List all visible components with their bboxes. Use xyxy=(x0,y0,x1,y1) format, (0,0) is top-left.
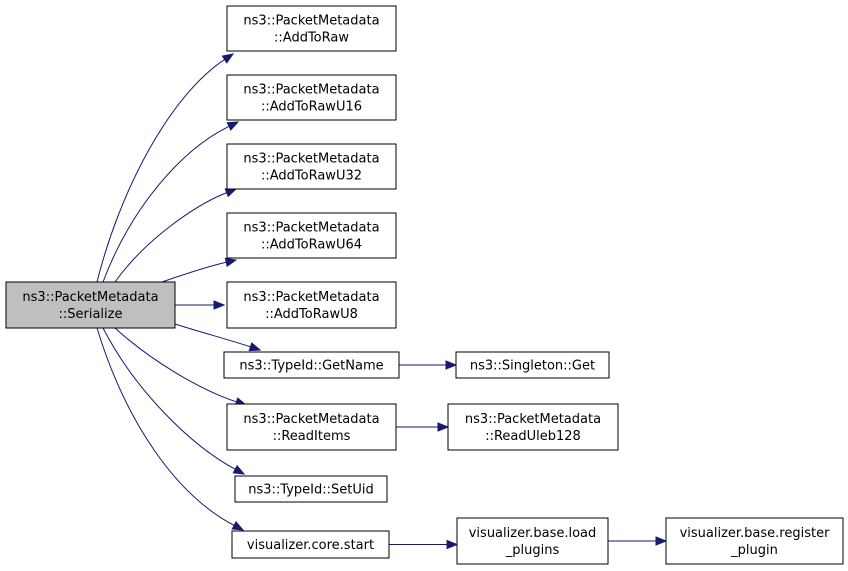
node-label-line: ns3::Singleton::Get xyxy=(470,359,595,374)
edge-serialize-to-core-start-arrowhead xyxy=(231,520,245,531)
node-label-line: ::Serialize xyxy=(59,307,123,322)
node-box-serialize[interactable] xyxy=(5,281,176,329)
edge-readitems-to-readuleb128-arrowhead xyxy=(437,422,450,432)
edge-serialize-to-core-start xyxy=(96,327,236,527)
node-box-addtorawu8[interactable] xyxy=(226,281,397,329)
edge-serialize-to-addtorawu64-arrowhead xyxy=(224,257,238,267)
edge-serialize-to-addtorawu64 xyxy=(161,261,228,283)
node-label-line: ::ReadItems xyxy=(273,429,351,444)
node-box-addtorawu16[interactable] xyxy=(226,74,397,121)
node-label-line: ::ReadUleb128 xyxy=(485,429,581,444)
node-core-start[interactable]: visualizer.core.start xyxy=(231,530,390,559)
node-label-line: ::AddToRawU64 xyxy=(261,238,362,253)
node-label-line: ns3::PacketMetadata xyxy=(243,290,379,305)
node-label-line: _plugins xyxy=(505,543,560,558)
edge-serialize-to-addtorawu16 xyxy=(102,125,231,283)
node-box-typeid-setuid[interactable] xyxy=(234,475,388,503)
node-label-line: ns3::PacketMetadata xyxy=(243,83,379,98)
node-base-register-plugin[interactable]: visualizer.base.register _plugin xyxy=(665,517,844,565)
edge-base-load-plugins-to-base-register-plugin-arrowhead xyxy=(655,536,668,546)
node-label-line: visualizer.base.load xyxy=(469,526,597,541)
edge-typeid-getname-to-singleton-get-arrowhead xyxy=(445,360,458,370)
node-addtorawu8[interactable]: ns3::PacketMetadata::AddToRawU8 xyxy=(226,281,397,329)
node-typeid-setuid[interactable]: ns3::TypeId::SetUid xyxy=(234,475,388,503)
node-label-line: ::AddToRawU8 xyxy=(265,307,358,322)
node-label-line: _plugin xyxy=(730,543,778,558)
node-label-line: ns3::PacketMetadata xyxy=(243,14,379,29)
node-box-addtorawu64[interactable] xyxy=(226,212,397,259)
node-box-singleton-get[interactable] xyxy=(455,351,610,379)
edge-serialize-to-addtorawu32 xyxy=(114,191,228,283)
node-addtorawu64[interactable]: ns3::PacketMetadata::AddToRawU64 xyxy=(226,212,397,259)
edge-serialize-to-addtorawu32-arrowhead xyxy=(224,188,238,198)
node-label-line: ns3::TypeId::SetUid xyxy=(248,483,373,498)
node-label-line: ::AddToRaw xyxy=(274,31,349,46)
node-label-line: ns3::PacketMetadata xyxy=(465,412,601,427)
edge-core-start-to-base-load-plugins-arrowhead xyxy=(446,539,459,550)
node-label-line: ::AddToRawU16 xyxy=(261,100,362,115)
edge-serialize-to-typeid-setuid xyxy=(102,327,237,471)
node-readitems[interactable]: ns3::PacketMetadata::ReadItems xyxy=(226,403,397,451)
node-label-line: ns3::PacketMetadata xyxy=(243,152,379,167)
node-box-addtorawu32[interactable] xyxy=(226,143,397,190)
node-box-readuleb128[interactable] xyxy=(447,403,619,451)
node-readuleb128[interactable]: ns3::PacketMetadata::ReadUleb128 xyxy=(447,403,619,451)
node-box-base-register-plugin[interactable] xyxy=(665,517,844,565)
edge-serialize-to-typeid-getname xyxy=(174,323,252,348)
edge-serialize-to-readitems xyxy=(114,327,238,403)
node-serialize[interactable]: ns3::PacketMetadata::Serialize xyxy=(5,281,176,329)
node-label-line: ns3::PacketMetadata xyxy=(22,290,158,305)
node-label-line: ns3::PacketMetadata xyxy=(243,412,379,427)
node-label-line: ns3::PacketMetadata xyxy=(243,221,379,236)
node-singleton-get[interactable]: ns3::Singleton::Get xyxy=(455,351,610,379)
node-label-line: visualizer.base.register xyxy=(680,526,831,541)
node-base-load-plugins[interactable]: visualizer.base.load _plugins xyxy=(456,517,609,565)
node-addtoraw[interactable]: ns3::PacketMetadata::AddToRaw xyxy=(226,5,397,52)
edge-serialize-to-addtorawu8-arrowhead xyxy=(213,300,226,310)
node-addtorawu32[interactable]: ns3::PacketMetadata::AddToRawU32 xyxy=(226,143,397,190)
node-box-base-load-plugins[interactable] xyxy=(456,517,609,565)
nodes-layer: ns3::PacketMetadata::Serializens3::Packe… xyxy=(5,5,844,565)
edge-serialize-to-addtoraw xyxy=(96,58,226,283)
edges-layer xyxy=(96,53,668,550)
edge-serialize-to-addtorawu16-arrowhead xyxy=(226,121,240,131)
node-box-core-start[interactable] xyxy=(231,530,390,559)
edge-serialize-to-addtoraw-arrowhead xyxy=(221,53,235,64)
node-box-readitems[interactable] xyxy=(226,403,397,451)
node-addtorawu16[interactable]: ns3::PacketMetadata::AddToRawU16 xyxy=(226,74,397,121)
node-label-line: ns3::TypeId::GetName xyxy=(239,359,383,374)
edge-serialize-to-typeid-setuid-arrowhead xyxy=(232,464,246,475)
edge-serialize-to-typeid-getname-arrowhead xyxy=(248,342,262,352)
node-label-line: ::AddToRawU32 xyxy=(261,169,362,184)
node-box-addtoraw[interactable] xyxy=(226,5,397,52)
node-label-line: visualizer.core.start xyxy=(247,538,374,553)
node-box-typeid-getname[interactable] xyxy=(223,351,400,379)
node-typeid-getname[interactable]: ns3::TypeId::GetName xyxy=(223,351,400,379)
